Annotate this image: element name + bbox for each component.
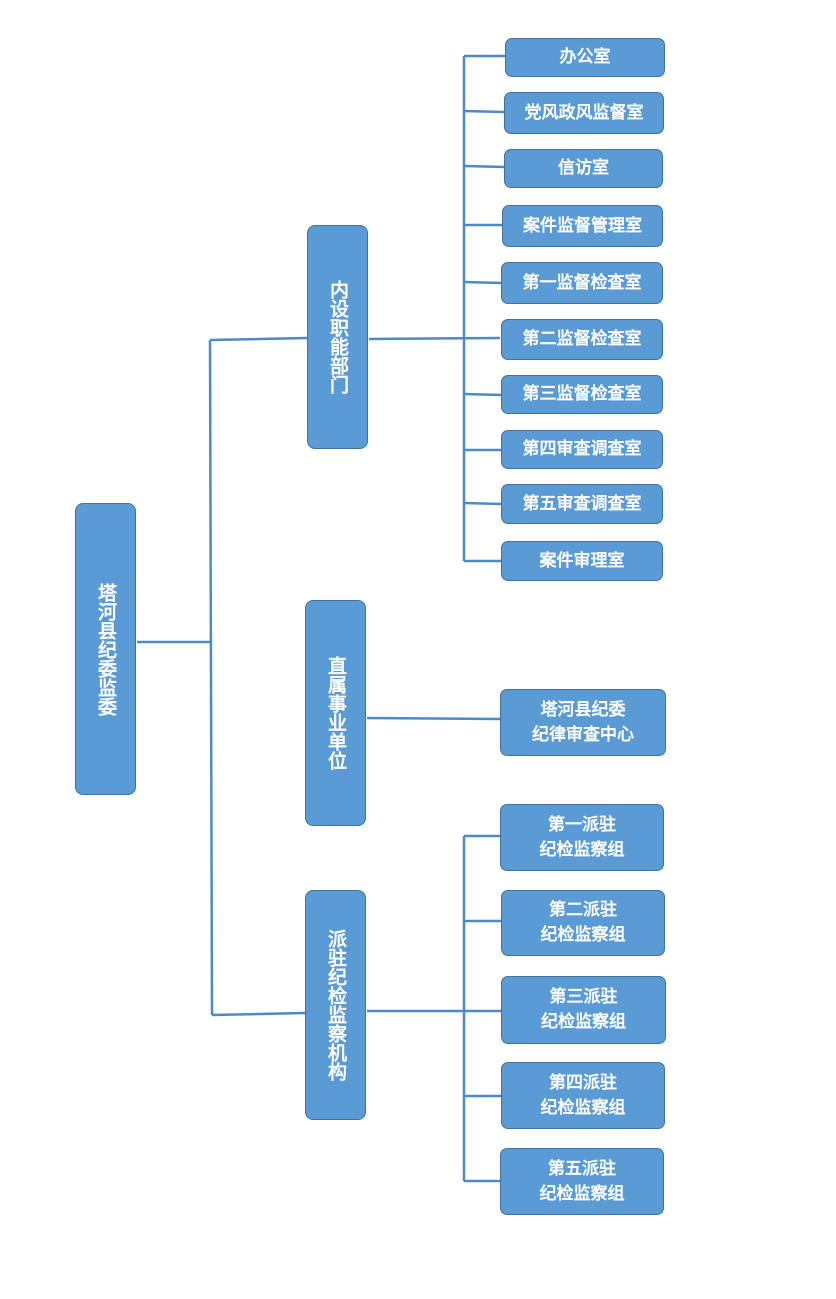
connector-internal-item — [463, 109, 506, 114]
connector-trunk-internal — [209, 336, 308, 342]
connector-trunk-dispatched — [211, 1011, 306, 1017]
connector-internal-item — [463, 501, 503, 506]
root-node: 塔河县纪委监委 — [75, 503, 136, 795]
dispatched-item: 第二派驻 纪检监察组 — [501, 890, 665, 956]
connector-internal-item — [463, 280, 503, 285]
connector-internal-item — [463, 392, 503, 397]
internal-item: 第三监督检查室 — [501, 375, 663, 414]
dispatched-item: 第三派驻 纪检监察组 — [501, 976, 666, 1044]
branch-dispatched-agencies: 派驻纪检监察机构 — [305, 890, 366, 1120]
internal-item: 第四审查调查室 — [501, 430, 663, 469]
affiliated-item: 塔河县纪委 纪律审查中心 — [500, 689, 666, 756]
connector-trunk — [208, 339, 214, 1016]
dispatched-item: 第五派驻 纪检监察组 — [500, 1148, 664, 1215]
internal-item: 案件审理室 — [501, 541, 663, 581]
internal-item: 第二监督检查室 — [501, 319, 663, 360]
internal-item: 第五审查调查室 — [501, 484, 663, 524]
dispatched-item: 第一派驻 纪检监察组 — [500, 804, 664, 871]
dispatched-item: 第四派驻 纪检监察组 — [501, 1062, 665, 1129]
internal-item: 第一监督检查室 — [501, 262, 663, 304]
internal-item: 信访室 — [504, 149, 663, 188]
internal-item: 办公室 — [505, 38, 665, 77]
internal-item: 党风政风监督室 — [504, 92, 664, 134]
connector-internal-item — [463, 164, 506, 169]
branch-affiliated-units: 直属事业单位 — [305, 600, 366, 826]
branch-internal-departments: 内设职能部门 — [307, 225, 368, 449]
connector-affiliated — [366, 716, 502, 721]
connector-internal-out — [368, 336, 501, 341]
internal-item: 案件监督管理室 — [502, 205, 663, 247]
